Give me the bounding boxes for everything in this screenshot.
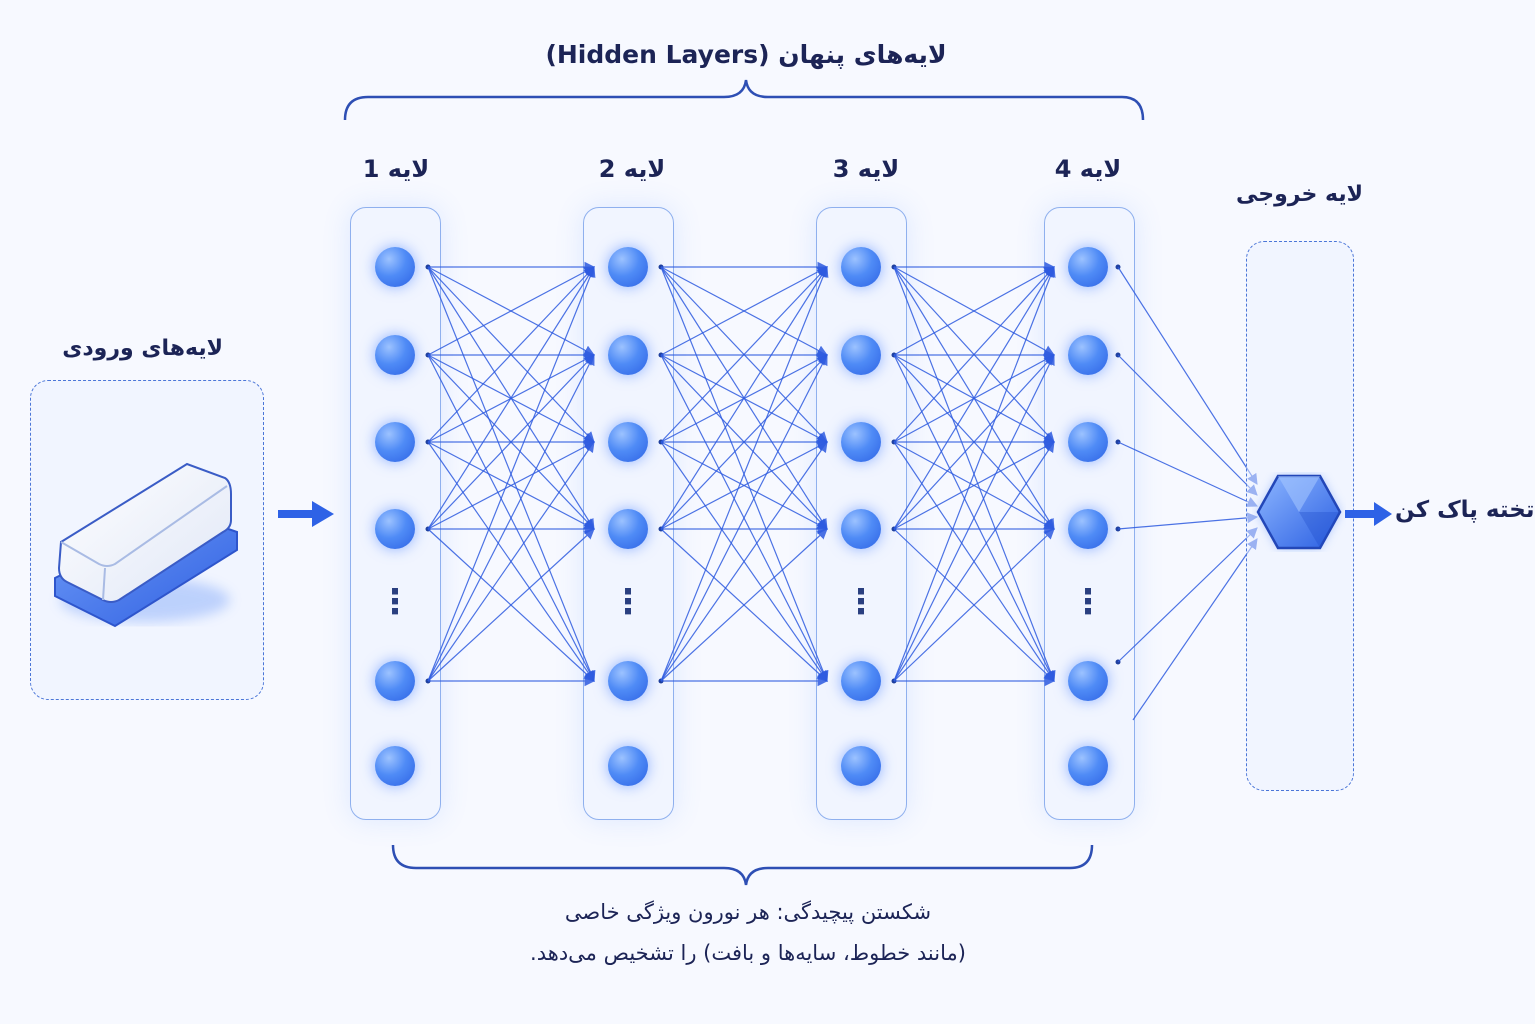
neuron [375,335,415,375]
output-arrow-icon [1345,502,1392,526]
connection-line [660,265,829,682]
connection-line [660,266,828,443]
neuron [608,247,648,287]
connection-line [660,266,828,530]
connection-line [427,266,595,530]
layer-1-label: لایه 1 [362,155,430,183]
neuron [375,422,415,462]
ellipsis-dots: ⋮ [844,582,878,622]
neuron [1068,247,1108,287]
neuron [608,746,648,786]
connection-line [660,528,828,682]
connection-line [893,354,1055,682]
neuron [841,247,881,287]
connection-line [893,266,1055,443]
neuron [1068,661,1108,701]
hexagon-icon [1256,474,1342,550]
connection-line [427,441,595,682]
neuron [1068,422,1108,462]
neuron [841,422,881,462]
input-arrow-icon [278,501,334,527]
connection-line [660,354,828,682]
input-layer-label: لایه‌های ورودی [62,336,223,361]
output-connection-line [1117,441,1258,507]
neuron [841,746,881,786]
neuron [608,661,648,701]
neuron [841,335,881,375]
neuron [375,509,415,549]
neuron [1068,509,1108,549]
layer-3-label: لایه 3 [832,155,900,183]
ellipsis-dots: ⋮ [1071,582,1105,622]
connection-line [660,266,828,356]
neuron [375,247,415,287]
connection-line [427,528,595,682]
connection-line [893,354,1055,530]
output-connection-line [1117,354,1258,496]
connection-line [660,354,828,530]
connection-line [660,441,828,530]
connection-line [427,265,596,682]
connection-line [893,266,1055,530]
output-connection-line [1132,538,1258,721]
connection-line [427,354,595,530]
layer-2-label: لایه 2 [598,155,666,183]
layer-4-label: لایه 4 [1054,155,1122,183]
connection-line [893,441,1055,530]
caption-line-1: شکستن پیچیدگی: هر نورون ویژگی خاصی [564,900,932,924]
neuron [608,335,648,375]
output-connection-line [1117,527,1258,663]
output-layer-label: لایه خروجی [1236,182,1363,207]
neuron [608,509,648,549]
connection-line [427,266,595,443]
eraser-icon [54,462,238,628]
output-text: تخته پاک کن [1395,497,1535,523]
neuron [375,746,415,786]
ellipsis-dots: ⋮ [611,582,645,622]
connection-line [893,441,1055,682]
neuron [1068,746,1108,786]
output-connection-line [1117,266,1258,485]
connection-line [660,441,828,682]
caption-line-2: (مانند خطوط، سایه‌ها و بافت) را تشخیص می… [530,941,966,965]
ellipsis-dots: ⋮ [378,582,412,622]
connection-line [427,441,595,530]
connection-line [893,265,1056,682]
output-connection-line [1117,512,1259,530]
neuron [1068,335,1108,375]
connection-line [427,266,595,356]
connection-line [893,528,1055,682]
neuron [841,661,881,701]
neuron [375,661,415,701]
neuron [608,422,648,462]
neuron [841,509,881,549]
hidden-layers-title: لایه‌های پنهان (Hidden Layers) [545,40,947,69]
connection-line [427,354,595,682]
connection-line [893,266,1055,356]
